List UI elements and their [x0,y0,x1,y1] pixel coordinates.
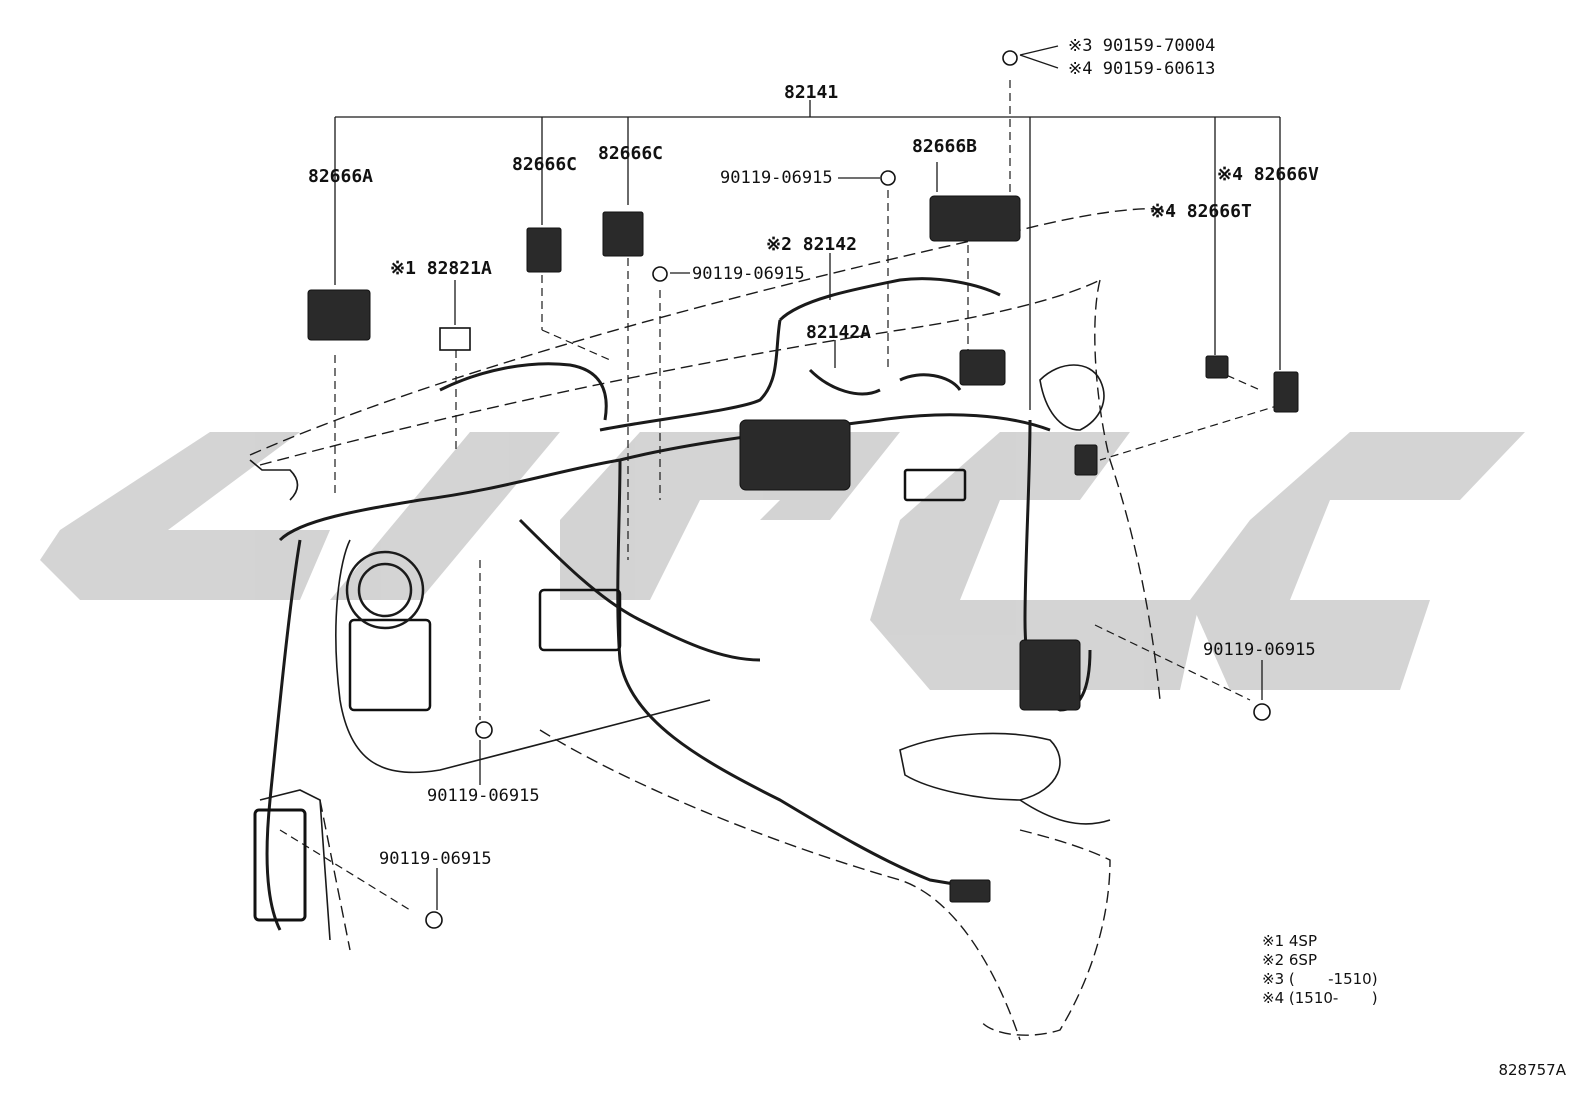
label-82141: 82141 [784,82,839,103]
label-82666v: ※4 82666V [1217,164,1319,185]
label-82142: ※2 82142 [766,234,857,255]
bolt-mid-a-icon [880,170,896,186]
footnote-4: ※4 (1510- ) [1262,989,1378,1007]
label-bolt-top-1: ※3 90159-70004 [1068,36,1216,56]
label-bolt-right: 90119-06915 [1203,640,1316,660]
connector-c2-icon [602,211,644,257]
label-bolt-top-2: ※4 90159-60613 [1068,59,1216,79]
footnote-2: ※2 6SP [1262,951,1317,969]
leader-lines [334,45,1281,910]
label-82666c-2: 82666C [598,143,664,164]
connector-b-icon [929,195,1021,242]
label-bolt-mid-b: 90119-06915 [692,264,805,284]
footnotes: ※1 4SP ※2 6SP ※3 ( -1510) ※4 (1510- ) [1262,932,1378,1008]
fuse-block-a-icon [307,289,371,341]
label-bolt-bottom-center: 90119-06915 [427,786,540,806]
connector-c1-icon [526,227,562,273]
label-82666b: 82666B [912,136,978,157]
relay-82821a-icon [439,327,471,351]
dashboard-gauges [345,550,425,630]
label-82666a: 82666A [308,166,374,187]
bolt-bottom-left-icon [425,911,443,929]
label-82821a: ※1 82821A [390,258,492,279]
bolt-right-icon [1253,703,1271,721]
bolt-mid-b-icon [652,266,668,282]
footnote-3: ※3 ( -1510) [1262,970,1378,988]
label-82142a: 82142A [806,322,872,343]
label-82666c-1: 82666C [512,154,578,175]
figure-id: 828757A [1498,1061,1566,1079]
label-bolt-mid-a: 90119-06915 [720,168,833,188]
dashboard-solid [249,364,1111,941]
bolts [425,50,1271,929]
label-82666t: ※4 82666T [1150,201,1252,222]
dashed-leaders [279,80,1281,911]
dashboard-outline [249,208,1171,1041]
bolt-top-icon [1002,50,1018,66]
bolt-bottom-center-icon [475,721,493,739]
connector-t-icon [1205,355,1229,379]
connector-v-icon [1273,371,1299,413]
label-bolt-bottom-left: 90119-06915 [379,849,492,869]
footnote-1: ※1 4SP [1262,932,1317,950]
components [253,195,1299,922]
